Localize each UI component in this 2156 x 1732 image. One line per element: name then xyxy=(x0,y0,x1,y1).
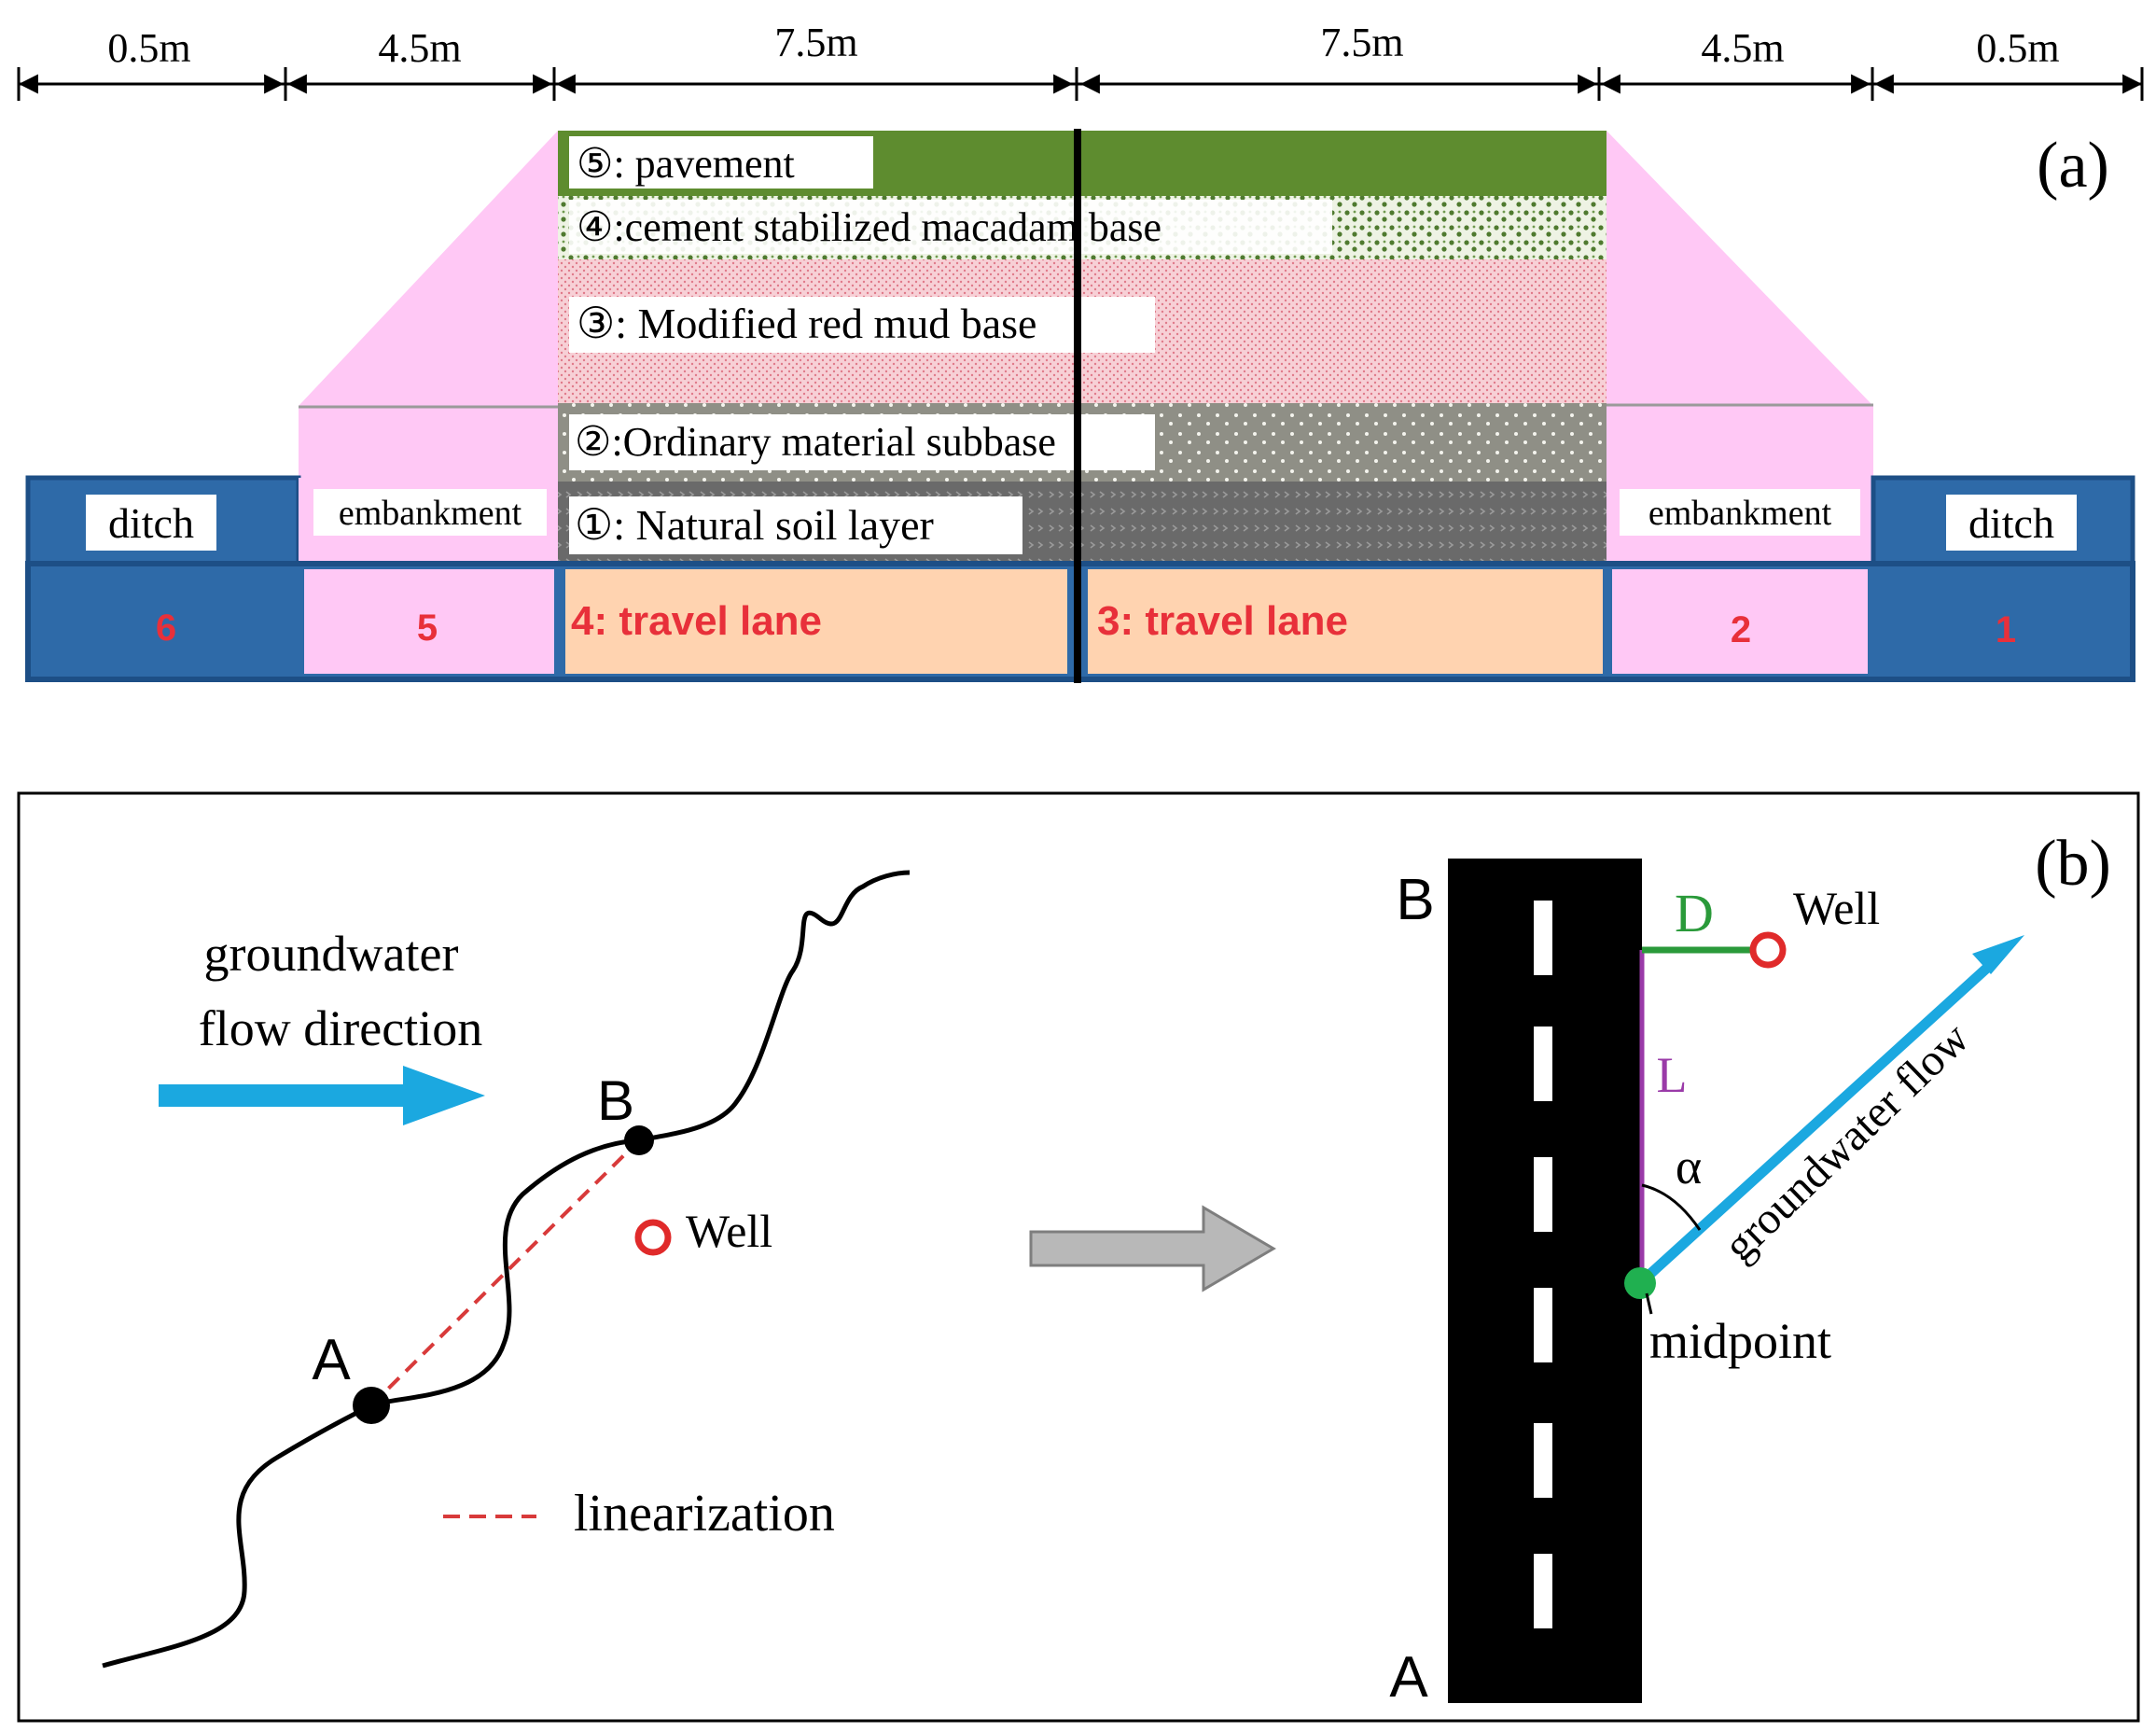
zone-number-6: 6 xyxy=(156,608,176,649)
lane-marking xyxy=(1534,1288,1552,1362)
lane-marking xyxy=(1534,1027,1552,1101)
distance-label: D xyxy=(1675,883,1714,943)
road-curve xyxy=(102,870,911,1669)
panel-a: 0.5m 4.5m 7.5m 7.5m 4.5m 0.5m (a) ⑤: pav… xyxy=(17,20,2144,683)
label-box xyxy=(1620,489,1860,536)
angle-arc xyxy=(1641,1183,1702,1231)
label-box xyxy=(569,200,1332,254)
dimension-label: 0.5m xyxy=(1976,25,2059,71)
lane-marking xyxy=(1534,901,1552,975)
road-end-label-a: A xyxy=(1389,1645,1428,1710)
zone-number-2: 2 xyxy=(1731,609,1751,650)
label-box xyxy=(569,297,1155,353)
label-box xyxy=(569,414,1155,470)
point-b-label: B xyxy=(597,1069,634,1132)
layer-label-natural-soil: ①: Natural soil layer xyxy=(575,501,934,549)
zone-number-5: 5 xyxy=(417,608,438,649)
flow-direction-label-line2: flow direction xyxy=(199,1000,482,1056)
layer-label-pavement: ⑤: pavement xyxy=(577,141,795,187)
linearization-line xyxy=(369,1138,641,1407)
zone-label-ditch-right: ditch xyxy=(1968,499,2054,547)
flow-direction-label-line1: groundwater xyxy=(204,926,459,982)
zone-6 xyxy=(34,569,299,674)
midpoint-label: midpoint xyxy=(1649,1313,1831,1369)
angle-label: α xyxy=(1676,1138,1702,1194)
zone-label-embankment-right: embankment xyxy=(1648,494,1832,533)
point-a-label: A xyxy=(312,1328,351,1392)
layer-label-subbase: ②:Ordinary material subbase xyxy=(575,419,1056,465)
zone-2 xyxy=(1612,569,1868,674)
well-label-right: Well xyxy=(1793,882,1880,934)
label-box xyxy=(86,495,216,551)
layer-label-cement-base: ④:cement stabilized macadam base xyxy=(577,204,1161,250)
panel-b-label: (b) xyxy=(2035,828,2111,900)
dimension-label: 0.5m xyxy=(107,25,190,71)
zone-label-travel-lane-4: 4: travel lane xyxy=(571,598,822,644)
zone-label-ditch-left: ditch xyxy=(108,499,194,547)
zone-3 xyxy=(1088,569,1603,674)
lane-marking xyxy=(1534,1554,1552,1628)
embankment-slope-left xyxy=(299,131,558,485)
dimension-label: 4.5m xyxy=(378,25,461,71)
lane-marking xyxy=(1534,1423,1552,1498)
label-box xyxy=(569,496,1022,554)
well-label-left: Well xyxy=(686,1205,772,1257)
midpoint-pointer xyxy=(1645,1292,1653,1315)
well-icon xyxy=(1749,931,1787,969)
label-box xyxy=(569,136,873,189)
dimension-row: 0.5m 4.5m 7.5m 7.5m 4.5m 0.5m xyxy=(17,20,2144,101)
dimension-label: 7.5m xyxy=(1320,20,1403,65)
zone-4 xyxy=(565,569,1067,674)
zone-5 xyxy=(304,569,554,674)
embankment-slope-right xyxy=(1607,131,1873,485)
zone-label-travel-lane-3: 3: travel lane xyxy=(1097,598,1348,644)
zone-1 xyxy=(1877,569,2127,674)
label-box xyxy=(1946,495,2077,551)
point-b-marker xyxy=(624,1125,654,1155)
flow-direction-arrow xyxy=(159,1066,485,1125)
midpoint-marker xyxy=(1624,1267,1656,1299)
length-label: L xyxy=(1657,1047,1688,1103)
zone-label-embankment-left: embankment xyxy=(339,494,522,533)
point-a-marker xyxy=(353,1387,390,1424)
well-icon xyxy=(634,1219,672,1256)
panel-b: (b) groundwater flow direction B A Well … xyxy=(17,791,2140,1723)
groundwater-flow-arrowhead xyxy=(1972,935,2024,974)
layer-label-red-mud-base: ③: Modified red mud base xyxy=(577,300,1036,347)
dimension-label: 7.5m xyxy=(774,20,857,65)
label-box xyxy=(313,489,547,536)
zone-number-1: 1 xyxy=(1996,609,2016,650)
road-end-label-b: B xyxy=(1396,868,1434,932)
panel-a-label: (a) xyxy=(2037,130,2109,202)
linearization-legend-label: linearization xyxy=(574,1485,835,1543)
transform-arrow xyxy=(1029,1205,1276,1292)
dimension-label: 4.5m xyxy=(1701,25,1784,71)
lane-marking xyxy=(1534,1157,1552,1232)
